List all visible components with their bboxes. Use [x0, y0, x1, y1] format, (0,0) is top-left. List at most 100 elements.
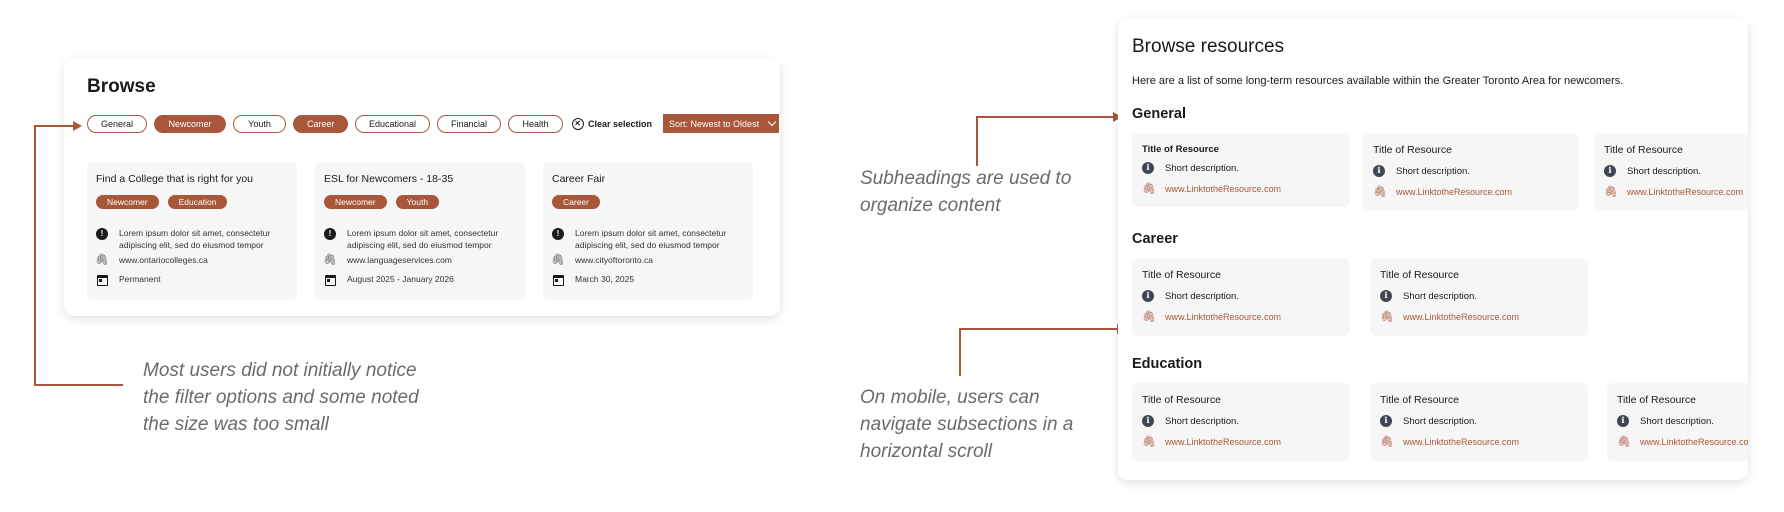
clear-selection-button[interactable]: Clear selection — [572, 117, 653, 130]
card-tags: Newcomer Education — [96, 195, 228, 209]
resource-link-row: 🖇 www.LinktotheResource.com — [1380, 435, 1519, 448]
resource-description-row: i Short description. — [1617, 415, 1714, 427]
resource-card[interactable]: Title of Resource i Short description. 🖇… — [1370, 383, 1588, 461]
annotation-line: horizontal scroll — [860, 441, 992, 462]
annotation-line: Most users did not initially notice — [143, 360, 417, 381]
info-icon: i — [1617, 415, 1629, 427]
arrow-right-icon — [73, 121, 82, 131]
resource-card[interactable]: Title of Resource i Short description. 🖇… — [1363, 133, 1579, 211]
resource-link[interactable]: www.LinktotheResource.com — [1165, 183, 1282, 194]
resource-card[interactable]: Title of Resource i Short description. 🖇… — [1370, 258, 1588, 336]
resource-title: Title of Resource — [1142, 269, 1221, 281]
card-tags: Newcomer Youth — [324, 195, 440, 209]
resource-card[interactable]: Title of Resource i Short description. 🖇… — [1607, 383, 1748, 461]
info-icon: i — [1142, 415, 1154, 427]
resource-card[interactable]: Title of Resource i Short description. 🖇… — [1594, 133, 1748, 211]
card-date: March 30, 2025 — [575, 274, 635, 284]
annotation-line: the size was too small — [143, 414, 329, 435]
resource-link[interactable]: www.LinktotheResource.com — [1403, 436, 1520, 447]
resource-link-row: 🖇 www.LinktotheResource.com — [1380, 310, 1519, 323]
resource-link-row: 🖇 www.LinktotheResource.com — [1142, 310, 1281, 323]
resource-link[interactable]: www.LinktotheResource.com — [1396, 186, 1513, 197]
annotation-line: the filter options and some noted — [143, 387, 419, 408]
card-title: Career Fair — [552, 173, 606, 185]
annotation-connector — [34, 125, 36, 385]
paperclip-icon: 🖇 — [1617, 436, 1631, 448]
resource-description-row: i Short description. — [1604, 165, 1701, 177]
filter-chip-health[interactable]: Health — [508, 114, 563, 133]
filter-bar: General Newcomer Youth Career Educationa… — [87, 114, 780, 133]
annotation-line: organize content — [860, 195, 1001, 216]
resource-link[interactable]: www.LinktotheResource.com — [1403, 311, 1520, 322]
annotation-connector — [976, 116, 978, 166]
filter-chip-educational[interactable]: Educational — [355, 114, 430, 133]
resource-card[interactable]: Title of Resource i Short description. 🖇… — [1132, 383, 1350, 461]
tag-badge: Education — [167, 195, 228, 209]
card-link[interactable]: www.ontariocolleges.ca — [119, 255, 208, 265]
card-link-row: 🖇 www.ontariocolleges.ca — [95, 255, 208, 267]
resource-description-row: i Short description. — [1142, 162, 1239, 174]
resource-link[interactable]: www.LinktotheResource.com — [1640, 436, 1748, 447]
clear-selection-label: Clear selection — [588, 118, 653, 129]
annotation-line: Subheadings are used to — [860, 168, 1072, 189]
resource-link-row: 🖇 www.LinktotheResource.com — [1142, 435, 1281, 448]
resource-title: Title of Resource — [1142, 394, 1221, 406]
card-date: Permanent — [119, 274, 161, 284]
resource-description: Short description. — [1403, 290, 1477, 302]
card-link-row: 🖇 www.languageservices.com — [323, 254, 452, 267]
resource-card[interactable]: ESL for Newcomers - 18-35 Newcomer Youth… — [315, 162, 525, 300]
resource-link[interactable]: www.LinktotheResource.com — [1165, 436, 1282, 447]
description-line: Lorem ipsum dolor sit amet, consectetur — [119, 228, 271, 238]
resource-description: Short description. — [1165, 290, 1239, 302]
resource-card[interactable]: Title of Resource i Short description. 🖇… — [1132, 258, 1350, 336]
resource-card[interactable]: Find a College that is right for you New… — [87, 162, 297, 300]
calendar-icon — [96, 274, 108, 286]
resource-description: Short description. — [1165, 415, 1239, 427]
card-description: ! Lorem ipsum dolor sit amet, consectetu… — [324, 228, 498, 251]
card-link[interactable]: www.languageservices.com — [347, 255, 452, 265]
filter-chip-general[interactable]: General — [87, 114, 147, 133]
resource-description: Short description. — [1640, 415, 1714, 427]
description-line: Lorem ipsum dolor sit amet, consectetur — [575, 228, 727, 238]
paperclip-icon: 🖇 — [1380, 311, 1394, 323]
close-circle-icon — [572, 117, 584, 130]
resource-link[interactable]: www.LinktotheResource.com — [1165, 311, 1282, 322]
info-icon: i — [1380, 415, 1392, 427]
resource-link-row: 🖇 www.LinktotheResource.com — [1604, 185, 1743, 198]
resource-description: Short description. — [1396, 165, 1470, 177]
annotation-line: navigate subsections in a — [860, 414, 1074, 435]
filter-chip-career[interactable]: Career — [293, 114, 348, 133]
tag-badge: Newcomer — [324, 195, 387, 209]
resource-description-row: i Short description. — [1380, 415, 1477, 427]
card-date-row: March 30, 2025 — [552, 274, 634, 286]
annotation-connector — [959, 328, 961, 376]
resource-title: Title of Resource — [1373, 144, 1452, 156]
paperclip-icon: 🖇 — [1142, 311, 1156, 323]
filter-chip-youth[interactable]: Youth — [233, 114, 286, 133]
mobile-intro: Here are a list of some long-term resour… — [1132, 75, 1624, 87]
paperclip-icon: 🖇 — [323, 254, 337, 267]
annotation-mobile-scroll: On mobile, users can navigate subsection… — [860, 384, 1073, 465]
info-icon: i — [1604, 165, 1616, 177]
resource-title: Title of Resource — [1142, 144, 1219, 155]
resource-title: Title of Resource — [1617, 394, 1696, 406]
annotation-line: On mobile, users can — [860, 387, 1040, 408]
exclamation-icon: ! — [324, 228, 336, 240]
annotation-filters: Most users did not initially notice the … — [143, 357, 419, 438]
card-title: ESL for Newcomers - 18-35 — [324, 173, 454, 185]
resource-title: Title of Resource — [1604, 144, 1683, 156]
filter-chip-newcomer[interactable]: Newcomer — [154, 114, 226, 133]
card-date-row: August 2025 - January 2026 — [324, 274, 454, 286]
calendar-icon — [324, 274, 336, 286]
resource-title: Title of Resource — [1380, 394, 1459, 406]
annotation-connector — [976, 116, 1116, 118]
sort-label: Sort: Newest to Oldest — [669, 118, 760, 129]
sort-dropdown[interactable]: Sort: Newest to Oldest — [663, 114, 780, 133]
resource-link[interactable]: www.LinktotheResource.com — [1627, 186, 1744, 197]
resource-card[interactable]: Title of Resource i Short description. 🖇… — [1132, 133, 1350, 207]
resource-card[interactable]: Career Fair Career ! Lorem ipsum dolor s… — [543, 162, 753, 300]
card-link[interactable]: www.cityoftoronto.ca — [575, 255, 653, 265]
filter-chip-financial[interactable]: Financial — [437, 114, 501, 133]
paperclip-icon: 🖇 — [1604, 186, 1618, 198]
card-date-row: Permanent — [96, 274, 161, 286]
